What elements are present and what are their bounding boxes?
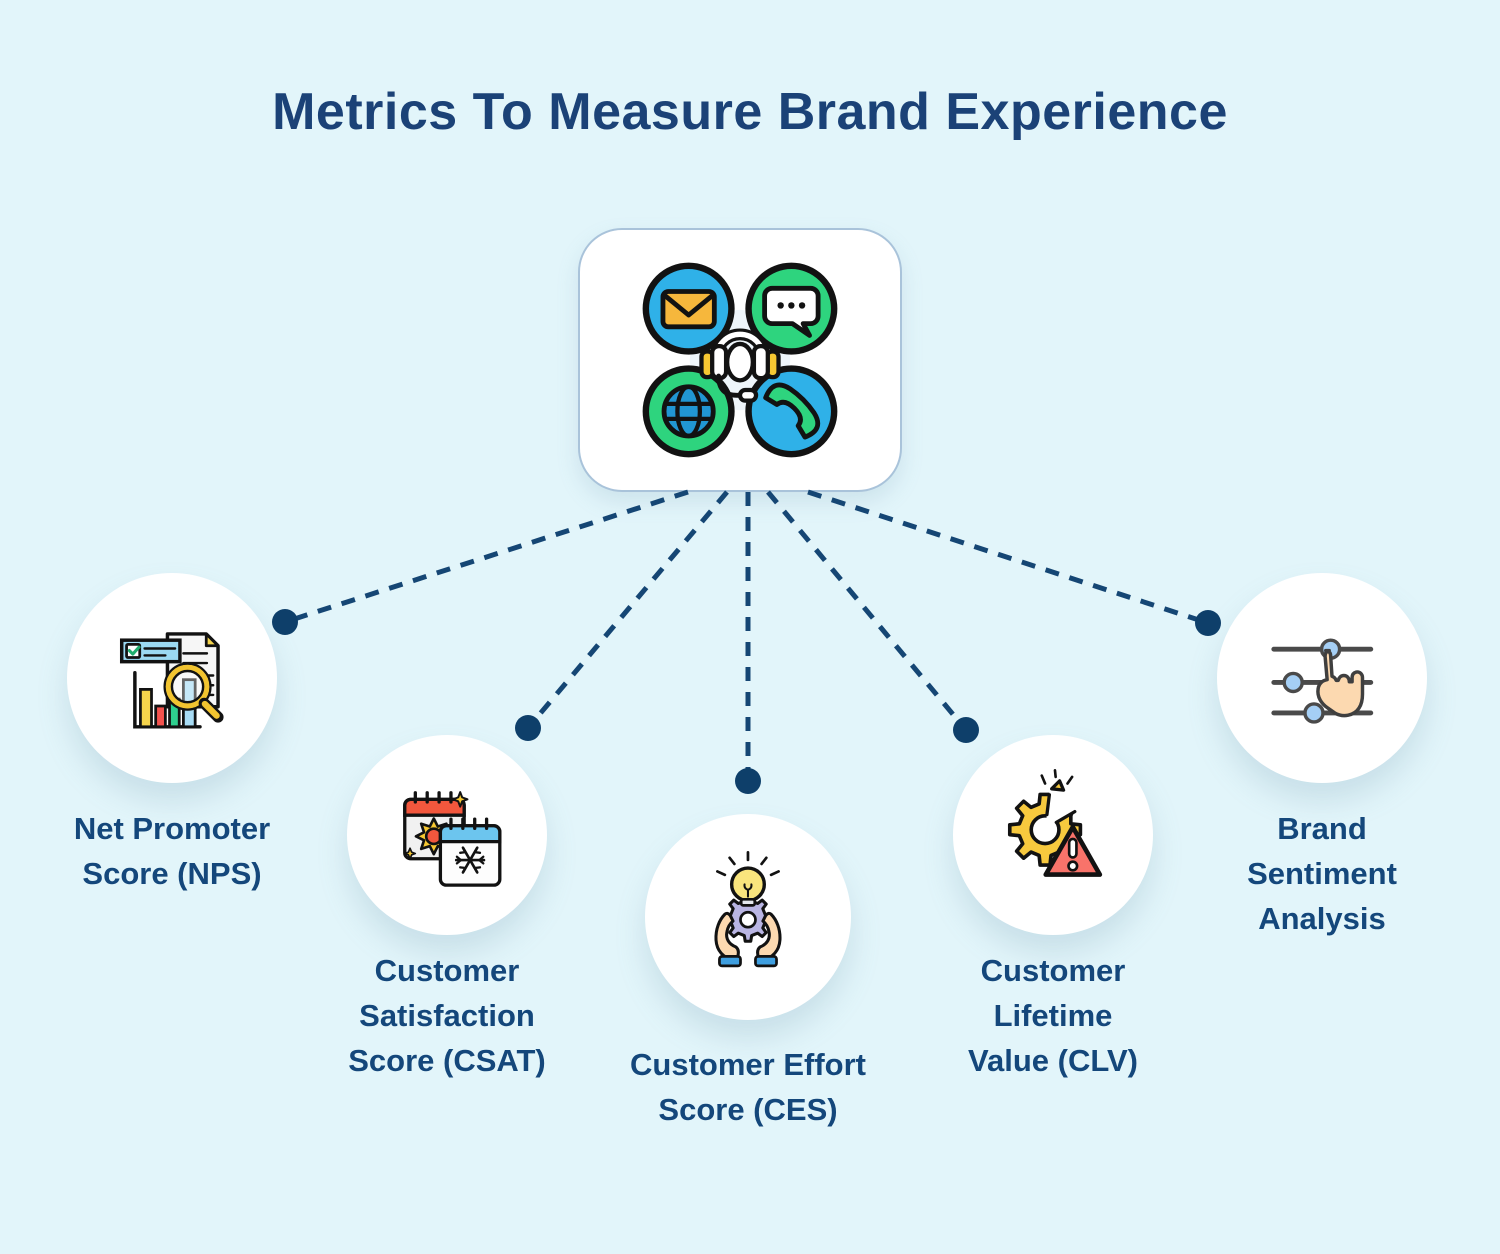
metric-label-line: Brand [1277, 811, 1367, 846]
metric-label-line: Customer [980, 953, 1126, 988]
connector-line [284, 489, 689, 625]
metric-circle-csat [347, 735, 547, 935]
connector-dot [272, 609, 298, 635]
metric-circle-nps [67, 573, 277, 783]
connector-dot [735, 768, 761, 794]
metric-label-line: Score (CSAT) [348, 1043, 546, 1078]
connector-dot [1195, 610, 1221, 636]
connector-dot [515, 715, 541, 741]
metric-label-line: Score (NPS) [82, 856, 262, 891]
metric-label-line: Lifetime [993, 998, 1113, 1033]
connector-line [526, 490, 729, 730]
metric-label-clv: Customer Lifetime Value (CLV) [893, 948, 1213, 1083]
metric-label-line: Value (CLV) [968, 1043, 1138, 1078]
hands-holding-gear-bulb-icon [714, 851, 782, 968]
metric-label-line: Customer Effort [630, 1047, 866, 1082]
metric-label-csat: Customer Satisfaction Score (CSAT) [287, 948, 607, 1083]
connector-line [807, 489, 1209, 626]
metric-label-line: Analysis [1258, 901, 1386, 936]
center-card [578, 228, 902, 492]
metric-label-bsa: Brand Sentiment Analysis [1162, 806, 1482, 941]
metric-label-nps: Net Promoter Score (NPS) [12, 806, 332, 896]
metric-label-line: Net Promoter [73, 811, 271, 846]
metric-circle-clv [953, 735, 1153, 935]
metric-label-ces: Customer Effort Score (CES) [568, 1042, 928, 1132]
report-analysis-icon [119, 631, 224, 729]
metric-label-line: Satisfaction [359, 998, 535, 1033]
connector-line [766, 490, 968, 732]
seasonal-calendars-icon [403, 791, 502, 887]
metric-circle-ces [645, 814, 851, 1020]
metric-circle-bsa [1217, 573, 1427, 783]
metric-label-line: Customer [374, 953, 520, 988]
sliders-touch-hand-icon [1271, 638, 1373, 724]
connector-dot [953, 717, 979, 743]
metric-label-line: Sentiment [1247, 856, 1397, 891]
customer-communication-icon [642, 262, 838, 458]
metric-label-line: Score (CES) [658, 1092, 838, 1127]
page-title: Metrics To Measure Brand Experience [272, 83, 1228, 141]
broken-gear-warning-icon [1007, 769, 1103, 877]
